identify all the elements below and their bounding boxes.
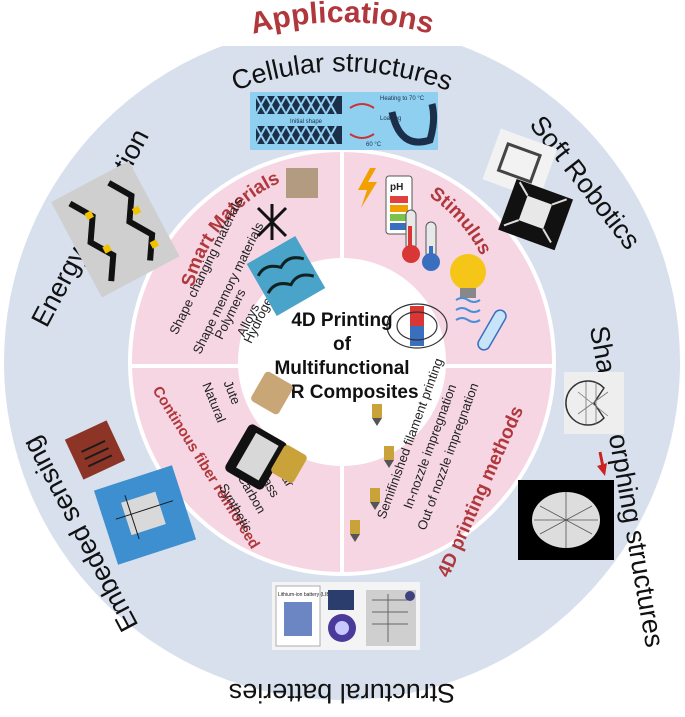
material-photo-top — [286, 168, 318, 198]
nozzle-2 — [384, 446, 394, 468]
smart-materials-images — [246, 168, 326, 316]
alloy-cross-icon — [256, 204, 288, 240]
kevlar-spool — [271, 445, 307, 483]
embedded-sensing-image — [64, 420, 197, 565]
center-line-3: Multifunctional — [274, 358, 409, 379]
caption-loading: Loading — [380, 116, 401, 122]
energy-absorption-image — [51, 160, 180, 298]
lightning-icon — [358, 168, 377, 208]
center-line-1: 4D Printing — [291, 310, 392, 331]
thermometer-icon — [402, 209, 440, 271]
caption-initial-shape: Initial shape — [290, 119, 323, 125]
magnet-field-icon — [386, 303, 448, 349]
structural-batteries-image: Lithium-ion battery (LIB) — [272, 582, 420, 650]
nozzle-1 — [372, 404, 382, 426]
caption-heating: Heating to 70 °C — [380, 96, 425, 102]
ph-label: pH — [390, 182, 403, 193]
nozzle-3 — [370, 488, 380, 510]
cellular-structures-image: Initial shape Heating to 70 °C Loading 6… — [250, 92, 438, 150]
curved-lattice — [388, 103, 438, 146]
hydrogel-photo — [246, 236, 326, 316]
heating-arrow-icon — [349, 103, 375, 109]
printing-nozzle-images — [350, 404, 394, 542]
soft-robotics-image — [482, 128, 574, 251]
light-bulb-icon — [450, 254, 486, 298]
water-wave-icon — [455, 297, 481, 323]
test-tube-icon — [477, 309, 507, 351]
caption-cooling: 60 °C — [366, 142, 382, 148]
shape-morphing-image — [518, 372, 624, 560]
nozzle-4 — [350, 520, 360, 542]
cooling-arrow-icon — [349, 133, 375, 139]
center-line-4: CFR Composites — [265, 382, 418, 403]
caption-battery: Lithium-ion battery (LIB) — [278, 592, 332, 598]
fiber-spool-images — [225, 371, 307, 490]
lattice-strip-bottom — [255, 123, 342, 147]
lattice-strip-top — [255, 93, 342, 117]
jute-spool — [251, 371, 293, 415]
title-background — [200, 4, 485, 46]
label-structural-batteries: Structural batteries — [229, 678, 456, 708]
stimulus-icons: pH — [358, 168, 507, 351]
center-line-2: of — [333, 334, 352, 355]
center-disc — [238, 258, 446, 466]
